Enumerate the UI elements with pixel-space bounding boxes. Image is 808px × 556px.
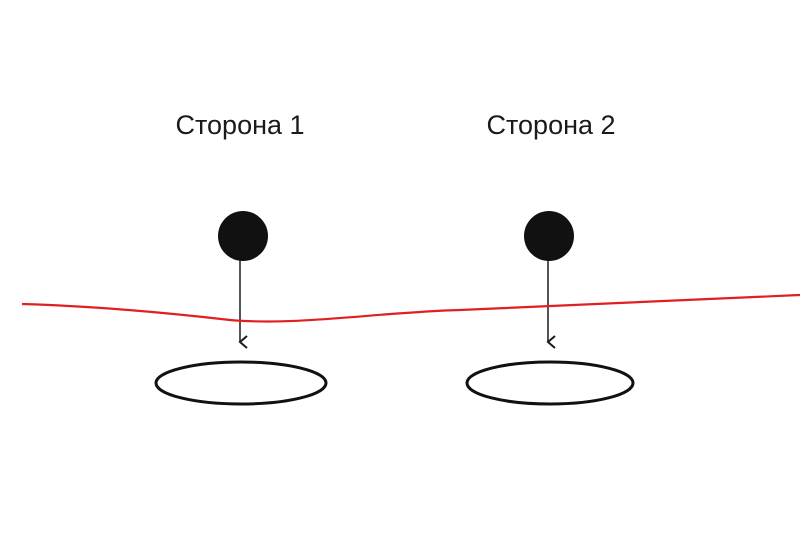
side-1-group bbox=[154, 211, 328, 406]
side-1-ellipse bbox=[154, 360, 328, 406]
side-2-label: Сторона 2 bbox=[486, 110, 616, 140]
side-2-ellipse bbox=[465, 360, 635, 406]
side-2-group bbox=[465, 211, 635, 406]
side-1-ball bbox=[218, 211, 268, 261]
side-2-ball bbox=[524, 211, 574, 261]
side-1-label: Сторона 1 bbox=[175, 110, 305, 140]
red-boundary-line bbox=[21, 293, 801, 323]
